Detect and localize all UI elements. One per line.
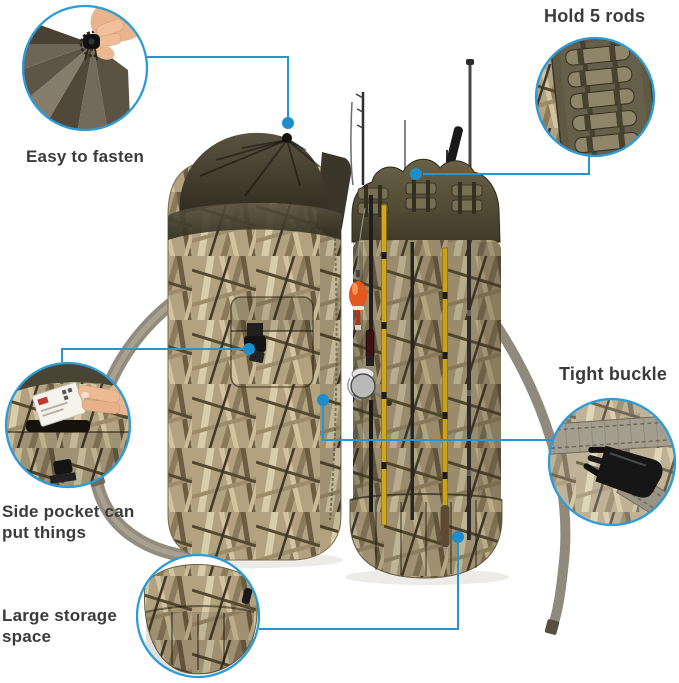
drawstring-cinch bbox=[282, 133, 292, 143]
inset-border bbox=[547, 397, 677, 527]
rod-holder-collar bbox=[351, 158, 501, 243]
card-photo bbox=[31, 382, 86, 427]
yellow-rod-1 bbox=[381, 204, 387, 526]
side-pocket bbox=[230, 296, 314, 388]
callout-dot-side-pocket bbox=[243, 343, 255, 355]
label-side-pocket: Side pocket can put things bbox=[2, 502, 135, 542]
pocket-buckle bbox=[53, 459, 73, 475]
bottom-pockets bbox=[349, 493, 503, 579]
callout-line-large-storage bbox=[259, 543, 459, 630]
large-storage-photo-circle bbox=[135, 553, 261, 679]
inset-border bbox=[4, 361, 132, 489]
callout-dot-easy-fasten bbox=[282, 117, 294, 129]
callout-line-hold-rods bbox=[423, 156, 590, 175]
yellow-rod-2 bbox=[440, 247, 450, 547]
callout-line-tight-buckle bbox=[322, 406, 552, 441]
callout-dot-tight-buckle bbox=[317, 394, 329, 406]
inset-border bbox=[135, 553, 261, 679]
callout-dot-hold-rods bbox=[410, 168, 422, 180]
loaded-bag-photo bbox=[345, 59, 571, 635]
label-hold-5-rods: Hold 5 rods bbox=[544, 6, 646, 26]
drawstring-top bbox=[168, 132, 352, 240]
label-large-storage: Large storage space bbox=[2, 606, 118, 646]
easy-fasten-photo-circle bbox=[21, 4, 149, 132]
rod-tips bbox=[350, 59, 474, 186]
rod-handle bbox=[446, 126, 463, 166]
callout-dot-large-storage bbox=[452, 531, 464, 543]
bag-bottom-photo bbox=[144, 564, 258, 675]
label-tight-buckle: Tight buckle bbox=[559, 364, 668, 384]
rod-loops bbox=[565, 44, 640, 154]
zipper-seam bbox=[329, 217, 338, 521]
side-release-buckle bbox=[583, 445, 663, 498]
molle-straps bbox=[357, 180, 483, 217]
inset-border bbox=[534, 36, 656, 158]
hold-rods-photo-circle bbox=[534, 36, 656, 158]
callout-line-side-pocket bbox=[61, 348, 243, 362]
hanging-strap bbox=[488, 317, 571, 630]
fishing-rods bbox=[347, 195, 471, 547]
dome-pleats bbox=[199, 139, 320, 197]
fishing-bobber bbox=[349, 207, 367, 330]
loaded-bag-body bbox=[353, 240, 501, 522]
callout-dots bbox=[243, 117, 464, 543]
rod-grip bbox=[365, 329, 375, 359]
callout-line-easy-fasten bbox=[147, 56, 289, 117]
inset-border bbox=[21, 4, 149, 132]
tight-buckle-photo-circle bbox=[547, 397, 677, 527]
callout-lines bbox=[61, 56, 590, 630]
label-easy-to-fasten: Easy to fasten bbox=[26, 147, 145, 166]
fishing-reel bbox=[347, 356, 392, 406]
